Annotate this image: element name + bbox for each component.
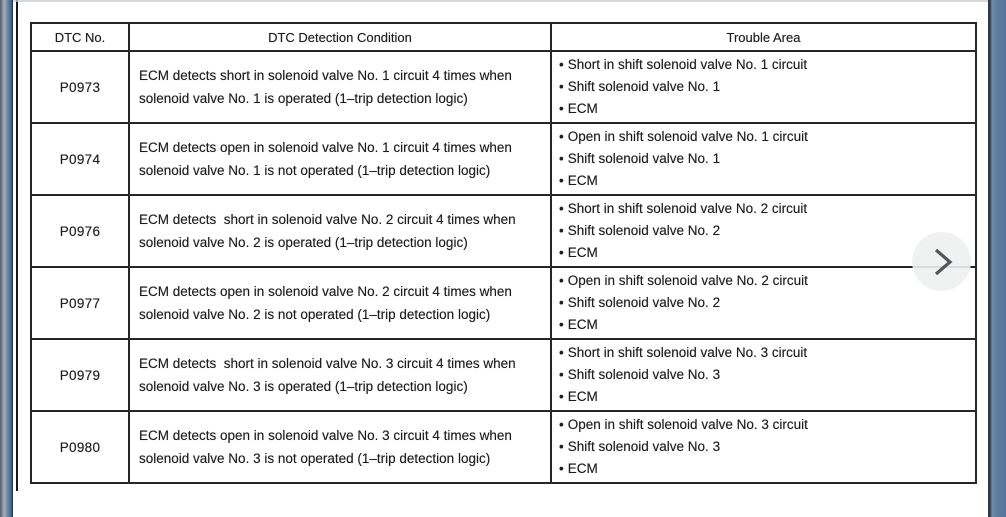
detection-condition-cell: ECM detects short in solenoid valve No. … <box>128 50 552 124</box>
dtc-code: P0977 <box>30 266 130 340</box>
top-edge-shade <box>13 0 988 2</box>
condition-text: ECM detects short in solenoid valve No. … <box>139 212 516 227</box>
trouble-area-item: ECM <box>567 461 598 476</box>
trouble-area-cell: •Short in shift solenoid valve No. 2 cir… <box>550 194 977 268</box>
trouble-area-item: Shift solenoid valve No. 2 <box>567 223 721 238</box>
dtc-table: DTC No. DTC Detection Condition Trouble … <box>30 22 977 484</box>
bullet-icon: • <box>559 273 564 288</box>
trouble-area-item: Shift solenoid valve No. 3 <box>567 439 721 454</box>
bullet-icon: • <box>559 129 564 144</box>
trouble-area-cell: •Short in shift solenoid valve No. 3 cir… <box>550 338 977 412</box>
table-row: P0977 ECM detects open in solenoid valve… <box>30 266 977 340</box>
trouble-area-cell: •Open in shift solenoid valve No. 1 circ… <box>550 122 977 196</box>
trouble-area-item: Open in shift solenoid valve No. 3 circu… <box>567 417 808 432</box>
trouble-area-item: ECM <box>567 317 598 332</box>
dtc-code: P0979 <box>30 338 130 412</box>
trouble-area-item: ECM <box>567 389 598 404</box>
right-page-edge <box>988 0 1006 517</box>
trouble-area-item: Shift solenoid valve No. 1 <box>567 151 721 166</box>
condition-text: solenoid valve No. 3 is not operated (1–… <box>139 451 491 466</box>
bullet-icon: • <box>559 223 564 238</box>
bullet-icon: • <box>559 101 564 116</box>
trouble-area-item: Open in shift solenoid valve No. 2 circu… <box>567 273 808 288</box>
table-row: P0974 ECM detects open in solenoid valve… <box>30 122 977 196</box>
detection-condition-cell: ECM detects open in solenoid valve No. 3… <box>128 410 552 484</box>
condition-text: solenoid valve No. 1 is not operated (1–… <box>139 163 491 178</box>
trouble-area-item: Shift solenoid valve No. 3 <box>567 367 721 382</box>
next-page-button[interactable] <box>912 232 971 291</box>
bullet-icon: • <box>559 201 564 216</box>
bullet-icon: • <box>559 173 564 188</box>
bullet-icon: • <box>559 317 564 332</box>
chevron-right-icon <box>929 247 954 277</box>
column-header-detection-condition: DTC Detection Condition <box>128 22 552 52</box>
trouble-area-item: Shift solenoid valve No. 2 <box>567 295 721 310</box>
condition-text: solenoid valve No. 1 is operated (1–trip… <box>139 91 468 106</box>
bullet-icon: • <box>559 295 564 310</box>
bullet-icon: • <box>559 79 564 94</box>
bullet-icon: • <box>559 367 564 382</box>
bullet-icon: • <box>559 439 564 454</box>
trouble-area-item: Open in shift solenoid valve No. 1 circu… <box>567 129 808 144</box>
detection-condition-cell: ECM detects short in solenoid valve No. … <box>128 338 552 412</box>
bullet-icon: • <box>559 57 564 72</box>
trouble-area-item: ECM <box>567 245 598 260</box>
bullet-icon: • <box>559 461 564 476</box>
detection-condition-cell: ECM detects open in solenoid valve No. 2… <box>128 266 552 340</box>
condition-text: ECM detects short in solenoid valve No. … <box>139 356 516 371</box>
dtc-code: P0974 <box>30 122 130 196</box>
bullet-icon: • <box>559 345 564 360</box>
bullet-icon: • <box>559 245 564 260</box>
trouble-area-item: Short in shift solenoid valve No. 2 circ… <box>567 201 808 216</box>
condition-text: ECM detects open in solenoid valve No. 3… <box>139 428 512 443</box>
condition-text: solenoid valve No. 2 is operated (1–trip… <box>139 235 468 250</box>
trouble-area-item: Shift solenoid valve No. 1 <box>567 79 721 94</box>
condition-text: ECM detects open in solenoid valve No. 1… <box>139 140 512 155</box>
bullet-icon: • <box>559 417 564 432</box>
bullet-icon: • <box>559 151 564 166</box>
table-header-row: DTC No. DTC Detection Condition Trouble … <box>30 22 977 52</box>
trouble-area-item: ECM <box>567 173 598 188</box>
trouble-area-cell: •Open in shift solenoid valve No. 3 circ… <box>550 410 977 484</box>
trouble-area-item: Short in shift solenoid valve No. 1 circ… <box>567 57 808 72</box>
trouble-area-item: Short in shift solenoid valve No. 3 circ… <box>567 345 808 360</box>
page-edge-rule <box>16 0 18 491</box>
column-header-dtc-no: DTC No. <box>30 22 130 52</box>
left-page-edge <box>0 0 13 517</box>
dtc-code: P0976 <box>30 194 130 268</box>
table-row: P0973 ECM detects short in solenoid valv… <box>30 50 977 124</box>
detection-condition-cell: ECM detects open in solenoid valve No. 1… <box>128 122 552 196</box>
trouble-area-item: ECM <box>567 101 598 116</box>
table-row: P0976 ECM detects short in solenoid valv… <box>30 194 977 268</box>
column-header-trouble-area: Trouble Area <box>550 22 977 52</box>
dtc-code: P0973 <box>30 50 130 124</box>
condition-text: ECM detects open in solenoid valve No. 2… <box>139 284 512 299</box>
table-row: P0979 ECM detects short in solenoid valv… <box>30 338 977 412</box>
table-row: P0980 ECM detects open in solenoid valve… <box>30 410 977 484</box>
detection-condition-cell: ECM detects short in solenoid valve No. … <box>128 194 552 268</box>
trouble-area-cell: •Open in shift solenoid valve No. 2 circ… <box>550 266 977 340</box>
trouble-area-cell: •Short in shift solenoid valve No. 1 cir… <box>550 50 977 124</box>
dtc-code: P0980 <box>30 410 130 484</box>
condition-text: solenoid valve No. 2 is not operated (1–… <box>139 307 491 322</box>
bullet-icon: • <box>559 389 564 404</box>
condition-text: ECM detects short in solenoid valve No. … <box>139 68 512 83</box>
condition-text: solenoid valve No. 3 is operated (1–trip… <box>139 379 468 394</box>
